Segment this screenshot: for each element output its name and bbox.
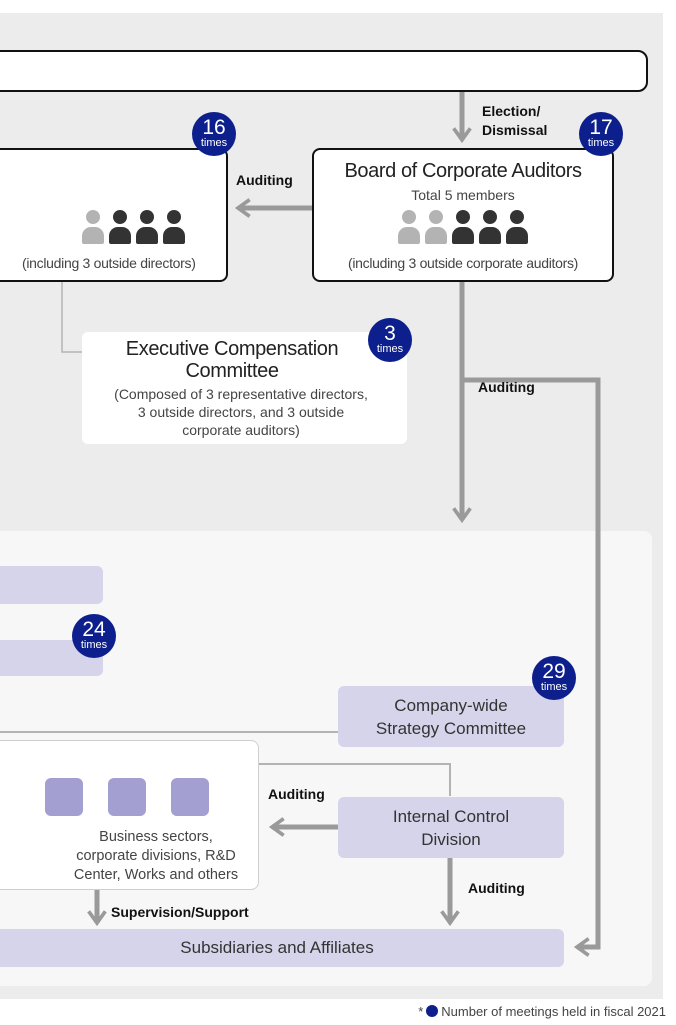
executive-compensation-committee-box: Executive Compensation Committee (Compos… [82,332,407,444]
compensation-meetings-badge: 3 times [368,318,412,362]
business-units-box: Business sectors, corporate divisions, R… [0,740,259,890]
general-meeting-bar [0,50,648,92]
subsidiaries-affiliates-box: Subsidiaries and Affiliates [0,929,564,967]
supervision-support-label: Supervision/Support [111,904,249,920]
auditing-arrow-subsidiaries [462,377,601,957]
compensation-title: Executive Compensation Committee [125,338,339,382]
unit-square [171,778,209,816]
auditor-icon [506,210,528,244]
auditing-label-bottom: Auditing [468,880,525,896]
director-icon [109,210,131,244]
auditor-icon [452,210,474,244]
directors-meetings-badge: 16 times [192,112,236,156]
compensation-link-line [61,282,82,353]
director-icon [136,210,158,244]
auditors-note: (including 3 outside corporate auditors) [347,255,579,271]
auditors-title: Board of Corporate Auditors [344,160,582,182]
auditors-subtitle: Total 5 members [411,187,515,203]
outside-auditor-icon [398,210,420,244]
management-bar-upper [0,566,103,604]
outside-auditor-icon [425,210,447,244]
auditing-label-units: Auditing [268,786,325,802]
auditors-meetings-badge: 17 times [579,112,623,156]
election-dismissal-label: Election/ Dismissal [482,103,548,138]
auditors-members [314,210,612,244]
footnote: *Number of meetings held in fiscal 2021 [418,1004,666,1019]
board-of-corporate-auditors-box: Board of Corporate Auditors Total 5 memb… [312,148,614,282]
unit-square [45,778,83,816]
auditing-label-right: Auditing [478,379,535,395]
board-of-directors-box: (including 3 outside directors) [0,148,228,282]
strategy-meetings-badge: 29 times [532,656,576,700]
auditing-label-directors: Auditing [236,172,293,188]
directors-members [82,210,185,244]
auditor-icon [479,210,501,244]
management-meetings-badge: 24 times [72,614,116,658]
director-icon [163,210,185,244]
outside-director-icon [82,210,104,244]
meeting-badge-dot-icon [426,1005,439,1017]
business-units-text: Business sectors, corporate divisions, R… [73,829,239,883]
directors-note: (including 3 outside directors) [22,255,196,271]
compensation-subtitle: (Composed of 3 representative directors,… [114,386,368,438]
unit-square [108,778,146,816]
internal-control-division-box: Internal Control Division [338,797,564,858]
strategy-committee-box: Company-wide Strategy Committee [338,686,564,747]
